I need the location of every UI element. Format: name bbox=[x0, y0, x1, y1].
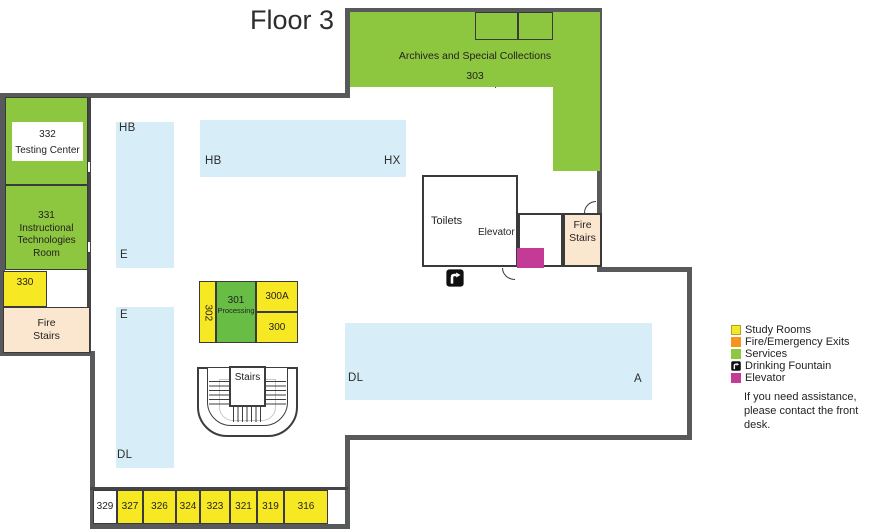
corridor-e-dl bbox=[116, 307, 174, 468]
room-319: 319 bbox=[257, 490, 284, 524]
room-label-321: 321 bbox=[235, 501, 252, 512]
assistance-note-line: please contact the front desk. bbox=[744, 405, 859, 431]
room-elevator-shaft bbox=[517, 248, 544, 268]
legend-label: Study Rooms bbox=[745, 324, 812, 336]
room-label-330: 330 bbox=[16, 277, 34, 288]
stairs-label: Stairs bbox=[234, 372, 261, 383]
page-title: Floor 3 bbox=[249, 5, 335, 35]
room-302: 302 bbox=[199, 281, 216, 343]
wall bbox=[345, 435, 350, 529]
legend-item-elevator: Elevator bbox=[731, 372, 884, 384]
legend-item-services: Services bbox=[731, 348, 884, 360]
direction-label-dl: DL bbox=[117, 449, 133, 461]
elevator-label: Elevator bbox=[478, 227, 515, 238]
drinking-fountain-icon bbox=[446, 269, 464, 287]
room-label-302: 302 bbox=[202, 304, 214, 322]
assistance-note: If you need assistance, please contact th… bbox=[744, 390, 884, 432]
legend-swatch-exit_legend bbox=[731, 337, 741, 347]
corridor-dl-a bbox=[345, 323, 652, 400]
room-toilets: Toilets bbox=[422, 175, 518, 267]
room-label-324: 324 bbox=[179, 501, 197, 512]
legend-item-drinking-fountain: Drinking Fountain bbox=[731, 360, 884, 372]
wall bbox=[90, 487, 348, 490]
room-324: 324 bbox=[176, 490, 200, 524]
corridor-hb-hx bbox=[200, 120, 406, 177]
room-316: 316 bbox=[284, 490, 328, 524]
room-323: 323 bbox=[200, 490, 230, 524]
assistance-note-line: If you need assistance, bbox=[744, 391, 857, 403]
wall bbox=[345, 435, 692, 440]
direction-label-a: A bbox=[634, 373, 642, 385]
wall bbox=[345, 8, 350, 98]
legend-swatch-services bbox=[731, 349, 741, 359]
door-arc bbox=[502, 268, 515, 280]
room-label-300: 300 bbox=[268, 321, 286, 333]
door-arc bbox=[584, 201, 596, 213]
legend-label: Fire/Emergency Exits bbox=[745, 336, 850, 348]
direction-label-e: E bbox=[120, 249, 128, 261]
room-300: 300 bbox=[256, 312, 298, 343]
room-label-329: 329 bbox=[96, 501, 114, 512]
room-label-300A: 300A bbox=[265, 290, 289, 302]
wall bbox=[0, 351, 95, 356]
wall bbox=[597, 267, 692, 272]
legend-label: Services bbox=[745, 348, 788, 360]
direction-label-hb: HB bbox=[119, 122, 136, 134]
legend-item-study-rooms: Study Rooms bbox=[731, 324, 884, 336]
room-326: 326 bbox=[143, 490, 176, 524]
room-label-323: 323 bbox=[206, 501, 224, 512]
direction-label-hx: HX bbox=[384, 155, 401, 167]
room-archives-room-b bbox=[518, 12, 553, 40]
direction-label-e: E bbox=[120, 309, 128, 321]
direction-label-dl: DL bbox=[348, 372, 364, 384]
stairs-treads bbox=[263, 381, 286, 406]
room-330: 330 bbox=[3, 271, 47, 307]
room-329: 329 bbox=[93, 490, 117, 524]
wall bbox=[345, 8, 602, 13]
room-300A: 300A bbox=[256, 281, 298, 312]
room-label-316: 316 bbox=[297, 501, 315, 512]
wall bbox=[90, 524, 350, 529]
wall bbox=[687, 267, 692, 440]
wall bbox=[0, 93, 350, 98]
room-archives-annex bbox=[553, 87, 600, 171]
stairs-landing: Stairs bbox=[229, 366, 266, 407]
stairs-treads bbox=[209, 381, 232, 406]
wall bbox=[0, 93, 5, 356]
room-archives-room-a bbox=[475, 12, 518, 40]
wall bbox=[90, 351, 95, 529]
direction-label-hb: HB bbox=[205, 155, 222, 167]
legend-label: Elevator bbox=[745, 372, 786, 384]
legend-swatch-study bbox=[731, 325, 741, 335]
legend-item-fire-emergency-exits: Fire/Emergency Exits bbox=[731, 336, 884, 348]
room-327: 327 bbox=[117, 490, 143, 524]
room-321: 321 bbox=[230, 490, 257, 524]
legend-label: Drinking Fountain bbox=[745, 360, 832, 372]
room-label-319: 319 bbox=[262, 501, 279, 512]
room-label-326: 326 bbox=[151, 501, 168, 512]
corridor-hb-e bbox=[116, 122, 174, 268]
room-label-toilets: Toilets bbox=[431, 215, 463, 227]
legend-swatch-elevator bbox=[731, 373, 741, 383]
drinking-fountain-icon bbox=[731, 361, 741, 371]
room-label-327: 327 bbox=[121, 501, 139, 512]
wall bbox=[87, 97, 91, 353]
